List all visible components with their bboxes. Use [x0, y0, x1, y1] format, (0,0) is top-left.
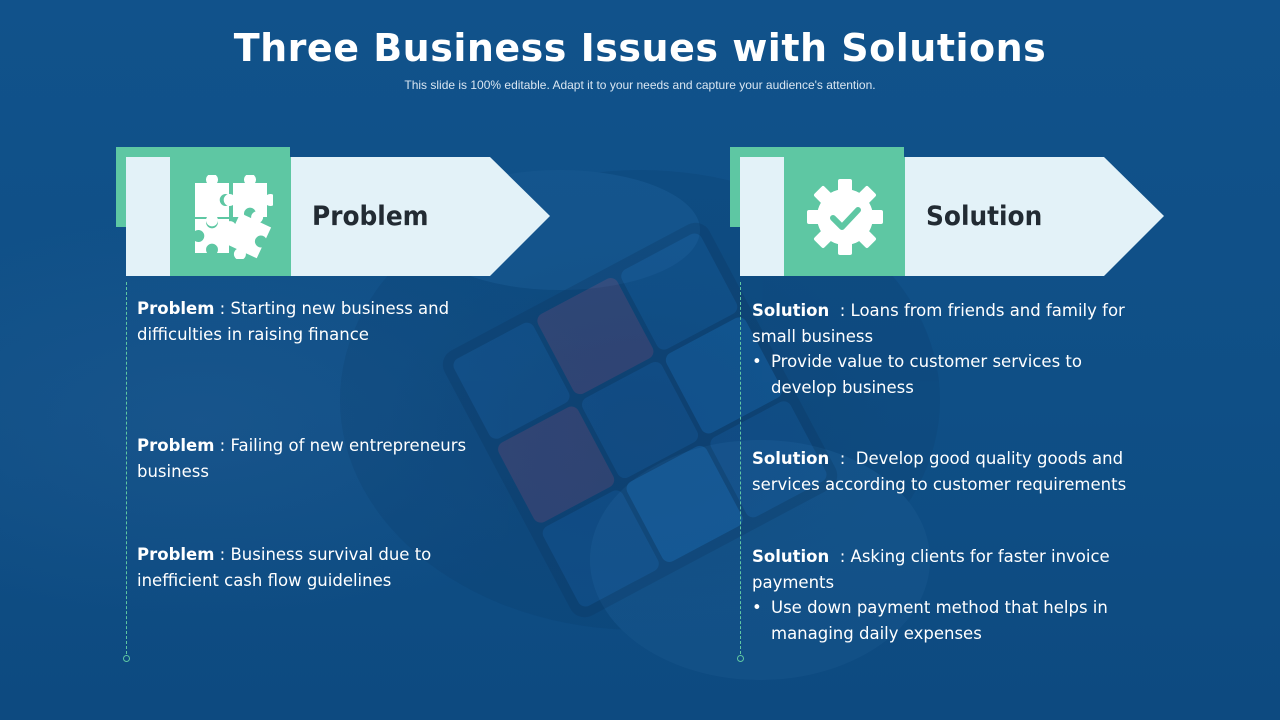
problem-item-1: Problem : Starting new business and diff…	[137, 299, 450, 344]
problem-icon-box	[170, 157, 291, 276]
solution-timeline-line	[740, 282, 741, 654]
bullet-dot: •	[752, 352, 762, 371]
page-title: Three Business Issues with Solutions	[233, 26, 1047, 70]
solution-timeline-end-dot	[737, 655, 744, 662]
solution-item-3-bullet: • Use down payment method that helps in …	[752, 595, 1152, 647]
solution-heading: Solution	[926, 201, 1043, 232]
problem-header: Problem	[116, 147, 556, 277]
bullet-dot: •	[752, 598, 762, 617]
solution-item-1: Solution : Loans from friends and family…	[752, 301, 1125, 346]
gear-check-icon	[806, 178, 883, 255]
solution-header: Solution	[730, 147, 1170, 277]
solution-item-2: Solution : Develop good quality goods an…	[752, 449, 1127, 494]
solution-item-1-bullet: • Provide value to customer services to …	[752, 349, 1152, 401]
page-subtitle: This slide is 100% editable. Adapt it to…	[404, 78, 876, 92]
problem-item-2: Problem : Failing of new entrepreneurs b…	[137, 436, 467, 481]
problem-timeline-line	[126, 282, 127, 654]
problem-timeline-end-dot	[123, 655, 130, 662]
puzzle-pieces-icon	[194, 174, 273, 259]
problem-heading: Problem	[312, 201, 429, 232]
problem-item-3: Problem : Business survival due to ineff…	[137, 545, 432, 590]
solution-icon-box	[784, 157, 905, 276]
solution-item-3: Solution : Asking clients for faster inv…	[752, 547, 1110, 592]
